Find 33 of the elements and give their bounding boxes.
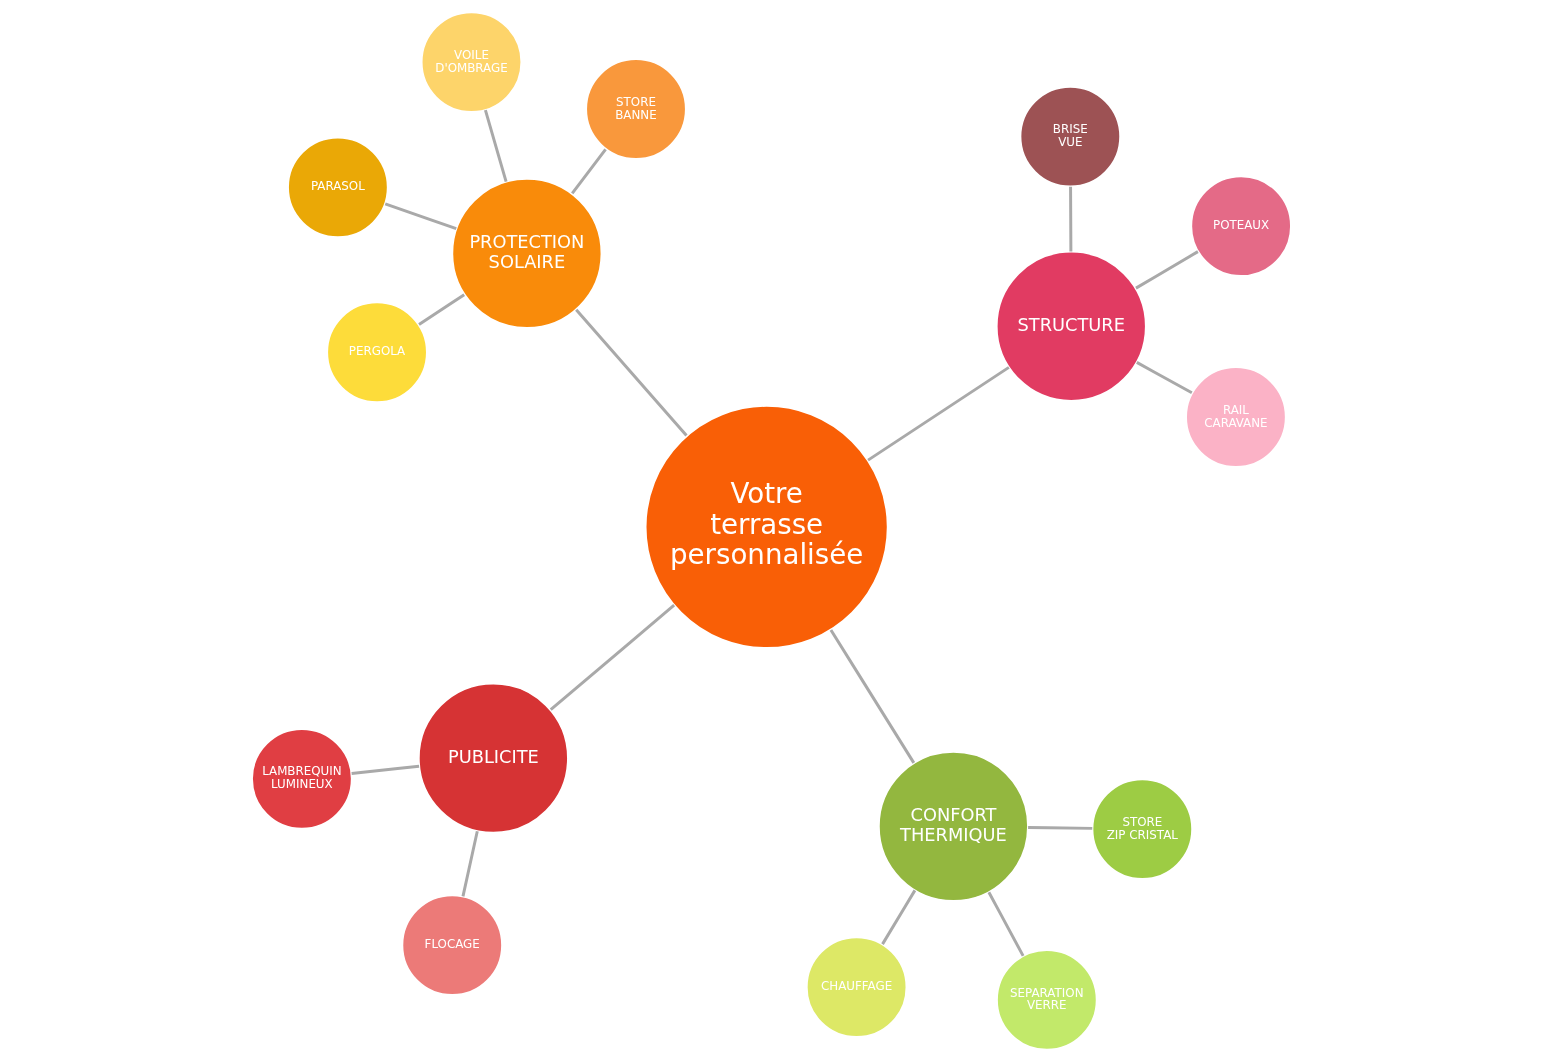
connector [987, 891, 1025, 957]
connector [418, 293, 466, 326]
connector [484, 109, 508, 183]
node-circle: POTEAUX [1190, 175, 1293, 278]
node-circle: STRUCTURE [995, 250, 1147, 402]
connector [867, 366, 1010, 462]
connector [384, 202, 457, 231]
node-circle: PROTECTION SOLAIRE [451, 177, 603, 330]
connector [881, 889, 917, 945]
connector [1069, 186, 1073, 252]
node-circle: Votre terrasse personnalisée [644, 404, 889, 650]
node-circle: CONFORT THERMIQUE [877, 750, 1030, 902]
node-circle: CHAUFFAGE [805, 936, 908, 1039]
node-circle: SEPARATION VERRE [995, 948, 1098, 1051]
connector [829, 629, 916, 764]
node-circle: PARASOL [286, 136, 389, 239]
connector [549, 604, 676, 711]
node-circle: STORE ZIP CRISTAL [1091, 778, 1194, 880]
node-circle: FLOCAGE [401, 894, 504, 997]
connector [1135, 250, 1199, 290]
node-circle: PUBLICITE [417, 682, 569, 834]
connector [571, 148, 607, 195]
connector [575, 308, 688, 437]
node-circle: STORE BANNE [585, 58, 687, 160]
connector [1136, 361, 1193, 394]
connector [351, 764, 420, 775]
node-circle: PERGOLA [326, 301, 428, 404]
connector [461, 830, 479, 897]
connector [1028, 825, 1093, 830]
node-circle: VOILE D'OMBRAGE [420, 11, 523, 114]
node-circle: RAIL CARAVANE [1185, 366, 1287, 468]
node-circle: LAMBREQUIN LUMINEUX [250, 727, 353, 830]
node-circle: BRISE VUE [1019, 85, 1122, 188]
